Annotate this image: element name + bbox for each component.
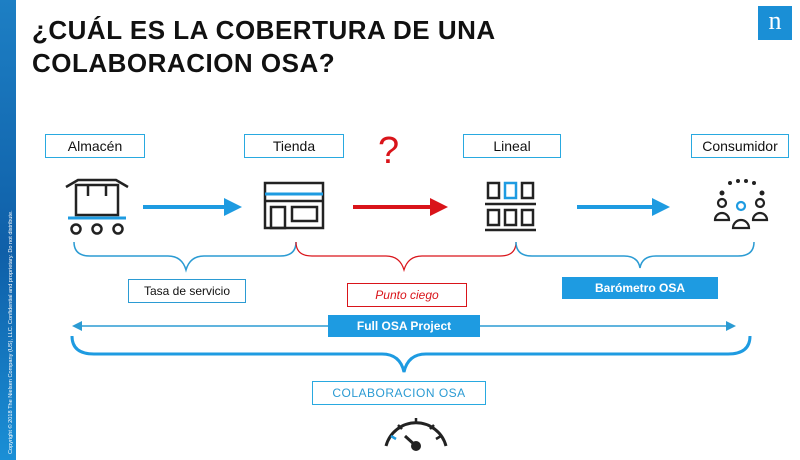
- brace-punto: [295, 241, 517, 273]
- warehouse-cart-icon: [65, 178, 129, 235]
- stage-label-almacen: Almacén: [45, 134, 145, 158]
- gauge-icon: [384, 418, 448, 451]
- full-osa-project-label: Full OSA Project: [328, 315, 480, 337]
- question-mark: ?: [378, 130, 400, 172]
- brace-colaboracion: [70, 335, 752, 373]
- sidebar-band: Copyright © 2018 The Nielsen Company (US…: [0, 0, 16, 460]
- arrow-tienda-lineal: [353, 198, 448, 216]
- store-icon: [263, 181, 325, 230]
- barometro-osa-label: Barómetro OSA: [562, 277, 718, 299]
- punto-ciego-label: Punto ciego: [347, 283, 467, 307]
- shelf-icon: [485, 181, 536, 232]
- arrow-almacen-tienda: [143, 198, 242, 216]
- stage-label-consumidor: Consumidor: [691, 134, 789, 158]
- brace-tasa: [73, 241, 297, 273]
- colaboracion-osa-label: COLABORACION OSA: [312, 381, 486, 405]
- consumers-icon: [713, 179, 769, 230]
- brace-barometro: [515, 241, 755, 269]
- tasa-de-servicio-label: Tasa de servicio: [128, 279, 246, 303]
- slide-title: ¿CUÁL ES LA COBERTURA DE UNA COLABORACIO…: [32, 14, 652, 80]
- stage-label-lineal: Lineal: [463, 134, 561, 158]
- nielsen-logo: n: [758, 6, 792, 40]
- title-line-1: ¿CUÁL ES LA COBERTURA DE UNA: [32, 15, 496, 45]
- stage-label-tienda: Tienda: [244, 134, 344, 158]
- title-line-2: COLABORACION OSA?: [32, 48, 336, 78]
- arrow-lineal-consumidor: [577, 198, 670, 216]
